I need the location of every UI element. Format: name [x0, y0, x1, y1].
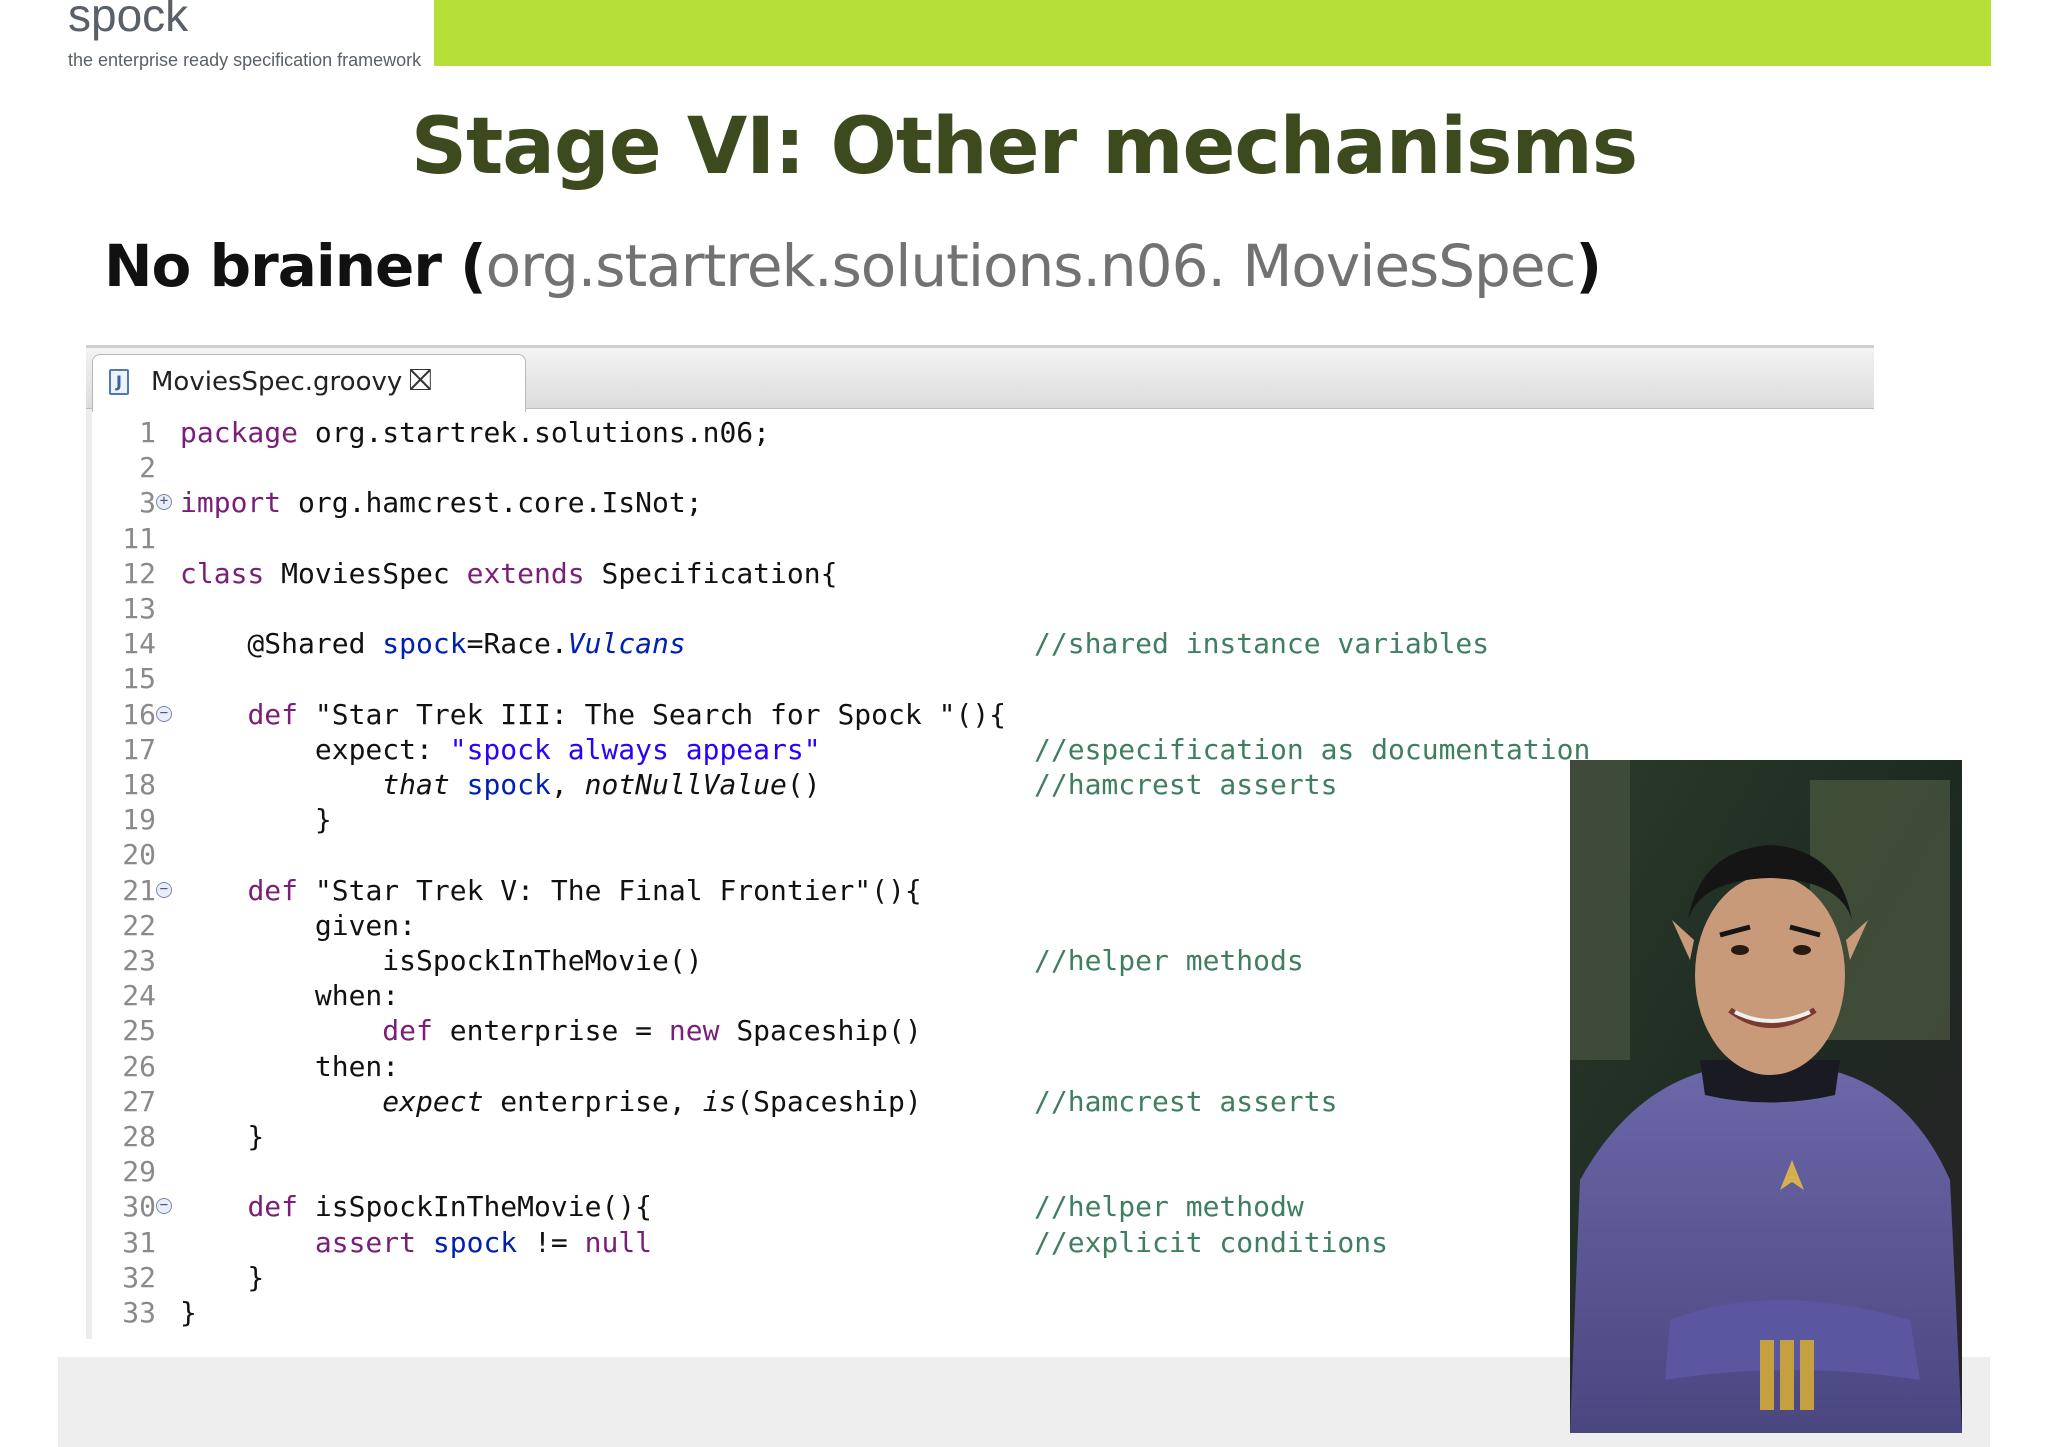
- code-comment: //hamcrest asserts: [1034, 768, 1338, 801]
- code-text: package org.startrek.solutions.n06;: [180, 416, 771, 449]
- editor-tab-bar: J MoviesSpec.groovy ⛝: [86, 345, 1874, 412]
- code-line[interactable]: 14 @Shared spock=Race.Vulcans //shared in…: [86, 626, 1866, 661]
- code-line[interactable]: 11: [86, 521, 1866, 556]
- code-text: class MoviesSpec extends Specification{: [180, 556, 838, 590]
- spock-logo: spock the enterprise ready specification…: [68, 0, 421, 71]
- line-number: 31: [122, 1225, 156, 1259]
- code-line[interactable]: 15: [86, 661, 1866, 696]
- code-line[interactable]: 26 then:: [86, 1049, 1866, 1084]
- code-line[interactable]: 19 }: [86, 802, 1866, 837]
- code-line[interactable]: 20: [86, 837, 1866, 872]
- code-line[interactable]: 22 given:: [86, 908, 1866, 943]
- line-number: 24: [122, 979, 156, 1013]
- code-line[interactable]: 2: [86, 450, 1866, 485]
- code-text: expect enterprise, is(Spaceship): [382, 1084, 922, 1118]
- line-number: 18: [122, 768, 156, 801]
- code-text: }: [180, 1120, 265, 1153]
- line-number: 11: [122, 521, 156, 555]
- code-line[interactable]: 30− def isSpockInTheMovie(){ //helper met…: [86, 1189, 1866, 1224]
- slide-title: Stage VI: Other mechanisms: [410, 102, 1638, 192]
- line-number: 19: [122, 803, 156, 837]
- code-line[interactable]: 24 when:: [86, 978, 1866, 1013]
- line-number: 25: [122, 1014, 156, 1048]
- code-line[interactable]: 3+ import org.hamcrest.core.IsNot;: [86, 485, 1866, 520]
- editor-gutter: [86, 409, 92, 1339]
- code-line[interactable]: 23 isSpockInTheMovie() //helper methods: [86, 943, 1866, 978]
- code-text: @Shared spock=Race.Vulcans: [180, 627, 686, 661]
- line-number: 32: [122, 1260, 156, 1294]
- line-number: 21: [122, 873, 156, 907]
- code-text: }: [180, 803, 332, 837]
- code-text: that spock, notNullValue(): [382, 768, 821, 801]
- subtitle-package: org.startrek.solutions.n06. MoviesSpec: [485, 232, 1577, 300]
- close-icon[interactable]: ⛝: [409, 363, 432, 398]
- line-number: 20: [122, 838, 156, 872]
- collapse-fold-icon[interactable]: −: [156, 705, 172, 722]
- line-number: 14: [122, 627, 156, 661]
- code-comment: //hamcrest asserts: [1034, 1084, 1338, 1118]
- code-line[interactable]: 13: [86, 591, 1866, 626]
- code-comment: //shared instance variables: [1034, 627, 1490, 661]
- code-line[interactable]: 27 expect enterprise, is(Spaceship) //ham…: [86, 1084, 1866, 1119]
- code-line[interactable]: 1 package org.startrek.solutions.n06;: [86, 415, 1866, 450]
- collapse-fold-icon[interactable]: −: [156, 881, 172, 898]
- code-line[interactable]: 21− def "Star Trek V: The Final Frontier…: [86, 873, 1866, 908]
- code-text: }: [180, 1296, 197, 1329]
- line-number: 27: [122, 1084, 156, 1118]
- line-number: 22: [122, 908, 156, 942]
- code-text: def enterprise = new Spaceship(): [382, 1014, 922, 1048]
- code-text: import org.hamcrest.core.IsNot;: [180, 486, 703, 520]
- subtitle-suffix: ): [1575, 232, 1601, 300]
- code-line[interactable]: 32 }: [86, 1260, 1866, 1295]
- line-number: 16: [122, 697, 156, 731]
- code-line[interactable]: 18 that spock, notNullValue() //hamcrest …: [86, 767, 1866, 802]
- line-number: 1: [139, 416, 156, 449]
- logo-name: spock: [68, 0, 189, 41]
- code-text: }: [180, 1260, 265, 1294]
- line-number: 28: [122, 1120, 156, 1153]
- code-text: assert spock != null: [314, 1225, 653, 1259]
- line-number: 17: [122, 732, 156, 766]
- code-text: isSpockInTheMovie(): [180, 944, 703, 977]
- line-number: 29: [122, 1155, 156, 1189]
- code-text: def "Star Trek III: The Search for Spock…: [247, 697, 1007, 731]
- line-number: 23: [122, 944, 156, 977]
- code-text: def isSpockInTheMovie(){: [247, 1190, 653, 1224]
- code-line[interactable]: 25 def enterprise = new Spaceship(): [86, 1013, 1866, 1048]
- line-number: 15: [122, 662, 156, 696]
- logo-tagline: the enterprise ready specification frame…: [68, 50, 422, 70]
- line-number: 30: [122, 1190, 156, 1224]
- groovy-file-icon: J: [109, 369, 129, 395]
- expand-fold-icon[interactable]: +: [156, 494, 172, 511]
- code-text: then:: [180, 1049, 400, 1083]
- code-text: def "Star Trek V: The Final Frontier"(){: [247, 873, 922, 907]
- code-comment: //explicit conditions: [1034, 1225, 1389, 1259]
- code-text: expect: "spock always appears": [180, 732, 821, 766]
- header-accent-bar: [434, 0, 1991, 66]
- code-text: when:: [180, 979, 400, 1013]
- code-comment: //especification as documentation: [1034, 732, 1591, 766]
- collapse-fold-icon[interactable]: −: [156, 1198, 172, 1215]
- code-comment: //helper methodw: [1034, 1190, 1304, 1224]
- line-number: 2: [139, 451, 156, 485]
- tab-label: MoviesSpec.groovy: [151, 367, 403, 397]
- line-number: 12: [122, 556, 156, 590]
- subtitle-prefix: No brainer (: [104, 232, 487, 300]
- code-line[interactable]: 12 class MoviesSpec extends Specification…: [86, 556, 1866, 591]
- line-number: 3: [139, 486, 156, 520]
- spock-photo: [1570, 760, 1962, 1433]
- code-line[interactable]: 28 }: [86, 1119, 1866, 1154]
- code-line[interactable]: 17 expect: "spock always appears" //espec…: [86, 732, 1866, 767]
- code-line[interactable]: 33}: [86, 1295, 1866, 1330]
- code-line[interactable]: 16− def "Star Trek III: The Search for S…: [86, 697, 1866, 732]
- line-number: 13: [122, 592, 156, 625]
- editor-tab[interactable]: J MoviesSpec.groovy ⛝: [92, 354, 526, 412]
- code-text: given:: [180, 908, 417, 942]
- line-number: 33: [122, 1296, 156, 1329]
- code-line[interactable]: 31 assert spock != null //explicit condit…: [86, 1225, 1866, 1260]
- code-line[interactable]: 29: [86, 1154, 1866, 1189]
- code-comment: //helper methods: [1034, 944, 1304, 977]
- line-number: 26: [122, 1049, 156, 1083]
- slide-subtitle: No brainer (org.startrek.solutions.n06. …: [104, 232, 1602, 300]
